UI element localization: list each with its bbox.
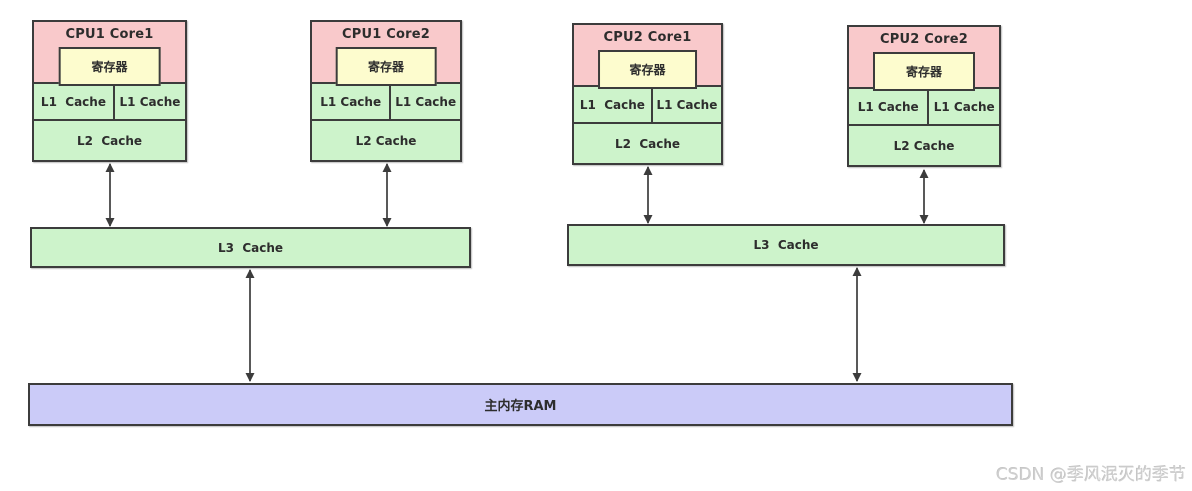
l2-cache: L2 Cache — [572, 122, 723, 165]
core-block-cpu1-core2: CPU1 Core2 寄存器 L1 Cache L1 Cache L2 Cach… — [310, 20, 462, 162]
l3-cache-cpu2: L3 Cache — [567, 224, 1005, 266]
core-title: CPU2 Core2 — [880, 32, 968, 47]
l3-cache-cpu1: L3 Cache — [30, 227, 471, 268]
core-header: CPU1 Core1 寄存器 — [32, 20, 187, 86]
main-memory-ram: 主内存RAM — [28, 383, 1013, 426]
core-block-cpu1-core1: CPU1 Core1 寄存器 L1 Cache L1 Cache L2 Cach… — [32, 20, 187, 162]
l2-cache: L2 Cache — [847, 124, 1001, 167]
core-title: CPU1 Core2 — [342, 27, 430, 42]
l1-cache-row: L1 Cache L1 Cache — [310, 82, 462, 121]
l1-cache-row: L1 Cache L1 Cache — [572, 85, 723, 124]
core-block-cpu2-core1: CPU2 Core1 寄存器 L1 Cache L1 Cache L2 Cach… — [572, 23, 723, 165]
l1-cache-right: L1 Cache — [650, 85, 723, 124]
core-title: CPU1 Core1 — [65, 27, 154, 42]
core-title: CPU2 Core1 — [603, 30, 692, 45]
csdn-watermark: CSDN @季风泯灭的季节 — [996, 465, 1186, 485]
l1-cache-row: L1 Cache L1 Cache — [32, 82, 187, 121]
core-header: CPU2 Core2 寄存器 — [847, 25, 1001, 91]
l1-cache-right: L1 Cache — [112, 82, 187, 121]
register-box: 寄存器 — [597, 50, 698, 89]
l1-cache-row: L1 Cache L1 Cache — [847, 87, 1001, 126]
l2-cache: L2 Cache — [310, 119, 462, 162]
l1-cache-right: L1 Cache — [927, 87, 1001, 126]
register-box: 寄存器 — [335, 47, 437, 86]
register-box: 寄存器 — [58, 47, 161, 86]
core-header: CPU1 Core2 寄存器 — [310, 20, 462, 86]
core-block-cpu2-core2: CPU2 Core2 寄存器 L1 Cache L1 Cache L2 Cach… — [847, 25, 1001, 167]
core-header: CPU2 Core1 寄存器 — [572, 23, 723, 89]
l1-cache-right: L1 Cache — [389, 82, 462, 121]
l2-cache: L2 Cache — [32, 119, 187, 162]
l1-cache-left: L1 Cache — [310, 82, 392, 121]
register-box: 寄存器 — [873, 52, 975, 91]
l1-cache-left: L1 Cache — [572, 85, 653, 124]
l1-cache-left: L1 Cache — [32, 82, 115, 121]
l1-cache-left: L1 Cache — [847, 87, 930, 126]
